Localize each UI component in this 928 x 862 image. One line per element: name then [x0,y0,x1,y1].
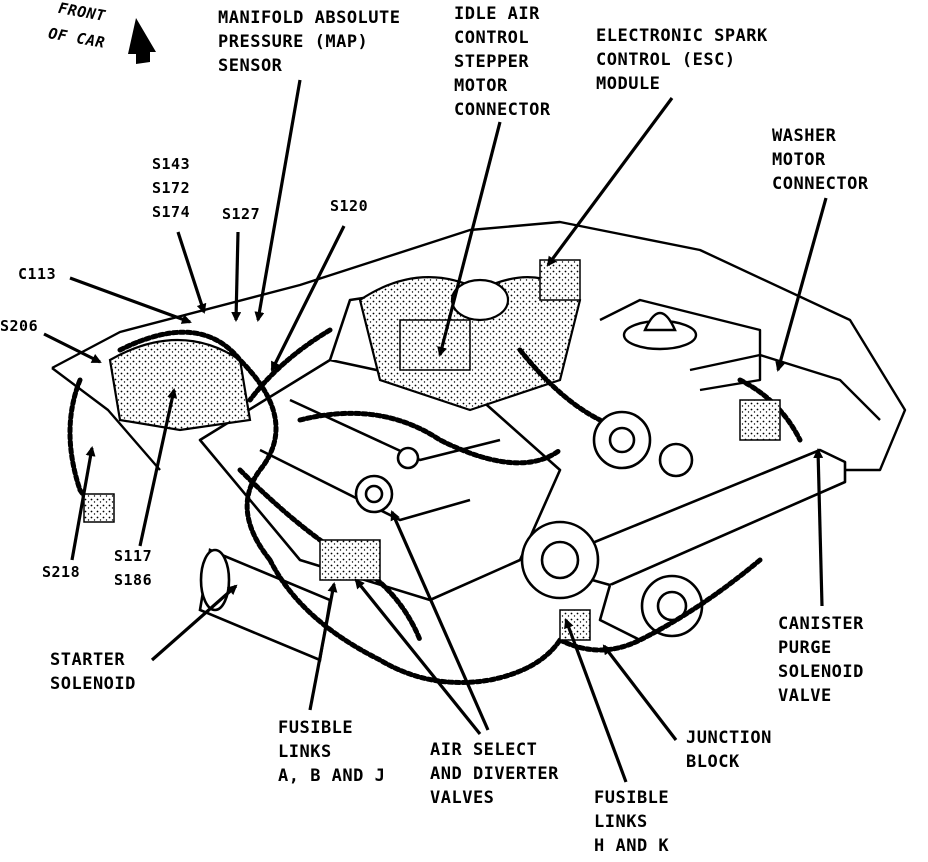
canister-label-3: SOLENOID [778,662,864,682]
c113-label: C113 [18,265,57,283]
fusible-abj-label-2: LINKS [278,742,332,762]
map-sensor-label-3: SENSOR [218,56,283,76]
air-select-label-1: AIR SELECT [430,740,538,760]
starter-label-1: STARTER [50,650,126,670]
canister-label-4: VALVE [778,686,832,706]
leader-washer [775,197,828,372]
harness-detail [83,259,781,641]
air-select-label-3: VALVES [430,788,495,808]
s186-label: S186 [114,571,153,589]
s172-label: S172 [152,179,191,197]
leader-iac [437,121,502,357]
fusible-abj-label-3: A, B AND J [278,766,386,786]
front-of-car-arrow-icon [128,18,156,64]
map-sensor-label-1: MANIFOLD ABSOLUTE [218,8,401,28]
junction-label-2: BLOCK [686,752,740,772]
leader-s117 [138,388,178,547]
fusible-hk-label-1: FUSIBLE [594,788,670,808]
washer-reservoir [622,311,698,351]
s143-label: S143 [152,155,191,173]
iac-label-4: MOTOR [454,76,508,96]
air-select-label-2: AND DIVERTER [430,764,559,784]
canister-label-2: PURGE [778,638,832,658]
leader-air-select-2 [354,578,482,736]
fusible-abj-label-1: FUSIBLE [278,718,354,738]
iac-label-2: CONTROL [454,28,530,48]
leader-s206 [43,332,102,364]
leader-canister [813,448,824,607]
leader-fusible-abj [308,582,338,711]
leader-air-select-1 [390,510,490,731]
leader-esc [546,97,674,267]
leader-s218 [70,446,96,561]
pulleys [354,410,704,638]
washer-label-3: CONNECTOR [772,174,869,194]
leader-fusible-hk [564,618,628,783]
leader-s127 [231,231,242,322]
engine-bay-outline [51,220,907,472]
leader-junction [602,644,678,741]
washer-label-1: WASHER [772,126,837,146]
leader-lines [43,79,828,783]
starter-motor [198,548,332,662]
s218-label: S218 [42,563,81,581]
map-sensor-label-2: PRESSURE (MAP) [218,32,369,52]
esc-label-3: MODULE [596,74,661,94]
iac-label-5: CONNECTOR [454,100,551,120]
s120-label: S120 [330,197,369,215]
s127-label: S127 [222,205,261,223]
leader-map [254,79,302,322]
leader-s143 [176,231,207,314]
starter-label-2: SOLENOID [50,674,136,694]
leader-s120 [270,225,346,372]
junction-label-1: JUNCTION [686,728,772,748]
s117-label: S117 [114,547,153,565]
canister-label-1: CANISTER [778,614,864,634]
iac-label-3: STEPPER [454,52,530,72]
esc-label-2: CONTROL (ESC) [596,50,736,70]
iac-label-1: IDLE AIR [454,4,540,24]
washer-label-2: MOTOR [772,150,826,170]
fusible-hk-label-2: LINKS [594,812,648,832]
s174-label: S174 [152,203,191,221]
s206-label: S206 [0,317,39,335]
fusible-hk-label-3: H AND K [594,836,670,856]
leader-c113 [69,276,192,324]
leader-starter [150,584,238,662]
esc-label-1: ELECTRONIC SPARK [596,26,768,46]
